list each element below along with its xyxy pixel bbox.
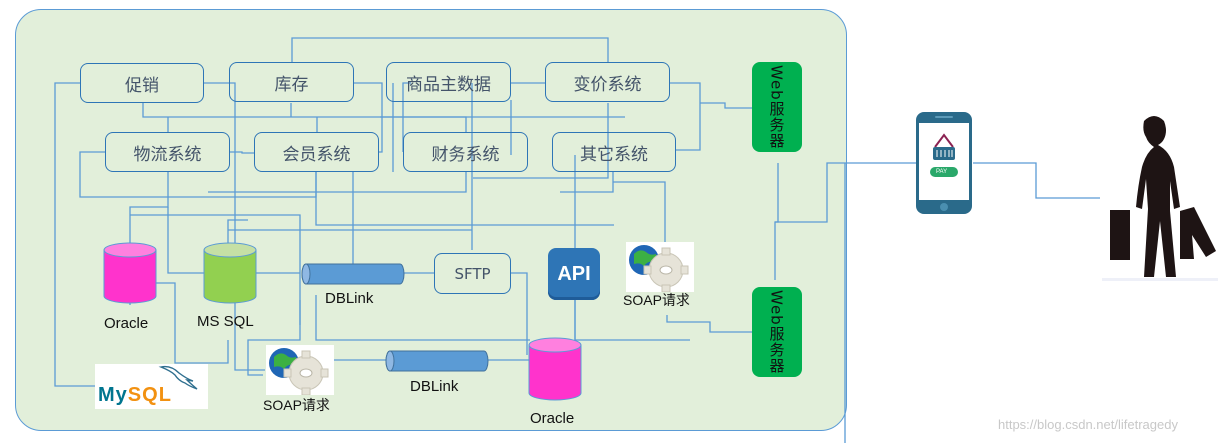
oracle-database-icon <box>103 242 157 304</box>
mysql-logo: MySQL <box>95 364 208 409</box>
system-box-membership[interactable]: 会员系统 <box>254 132 379 172</box>
web-server-top[interactable]: Web服务器 <box>752 62 802 152</box>
oracle-left-label: Oracle <box>104 315 149 332</box>
system-box-promotion[interactable]: 促销 <box>80 63 204 103</box>
system-box-pricing[interactable]: 变价系统 <box>545 62 670 102</box>
oracle-database-icon <box>528 337 582 401</box>
soap-gear-globe-icon <box>266 345 334 395</box>
phone-pay-label: PAY <box>936 169 948 175</box>
connection-line <box>973 162 1100 199</box>
web-server-bottom[interactable]: Web服务器 <box>752 287 802 377</box>
soap-bottom-label: SOAP请求 <box>263 397 330 413</box>
dolphin-icon <box>158 365 198 390</box>
sftp-box[interactable]: SFTP <box>434 253 511 294</box>
web-server-label: Web服务器 <box>767 65 786 149</box>
system-box-product-master[interactable]: 商品主数据 <box>386 62 511 102</box>
dblink-bottom-label: DBLink <box>410 378 459 395</box>
watermark-url: https://blog.csdn.net/lifetragedy <box>998 417 1178 432</box>
mssql-label: MS SQL <box>197 313 254 330</box>
system-box-logistics[interactable]: 物流系统 <box>105 132 230 172</box>
system-box-other[interactable]: 其它系统 <box>552 132 676 172</box>
system-box-finance[interactable]: 财务系统 <box>403 132 528 172</box>
soap-gear-globe-icon <box>626 242 694 292</box>
dblink-top-label: DBLink <box>325 290 374 307</box>
soap-right-label: SOAP请求 <box>623 292 690 308</box>
api-icon: API <box>548 248 600 300</box>
shopper-silhouette-icon <box>1102 116 1218 281</box>
dblink-pipe-icon <box>301 263 405 285</box>
mssql-database-icon <box>203 242 257 304</box>
oracle-bottom-label: Oracle <box>530 410 575 427</box>
mysql-logo-my: My <box>98 384 128 406</box>
system-box-inventory[interactable]: 库存 <box>229 62 354 102</box>
dblink-pipe-icon <box>385 350 489 372</box>
mysql-logo-sql: SQL <box>127 384 172 406</box>
web-server-label: Web服务器 <box>767 290 786 374</box>
smartphone-pay-icon <box>916 112 972 214</box>
